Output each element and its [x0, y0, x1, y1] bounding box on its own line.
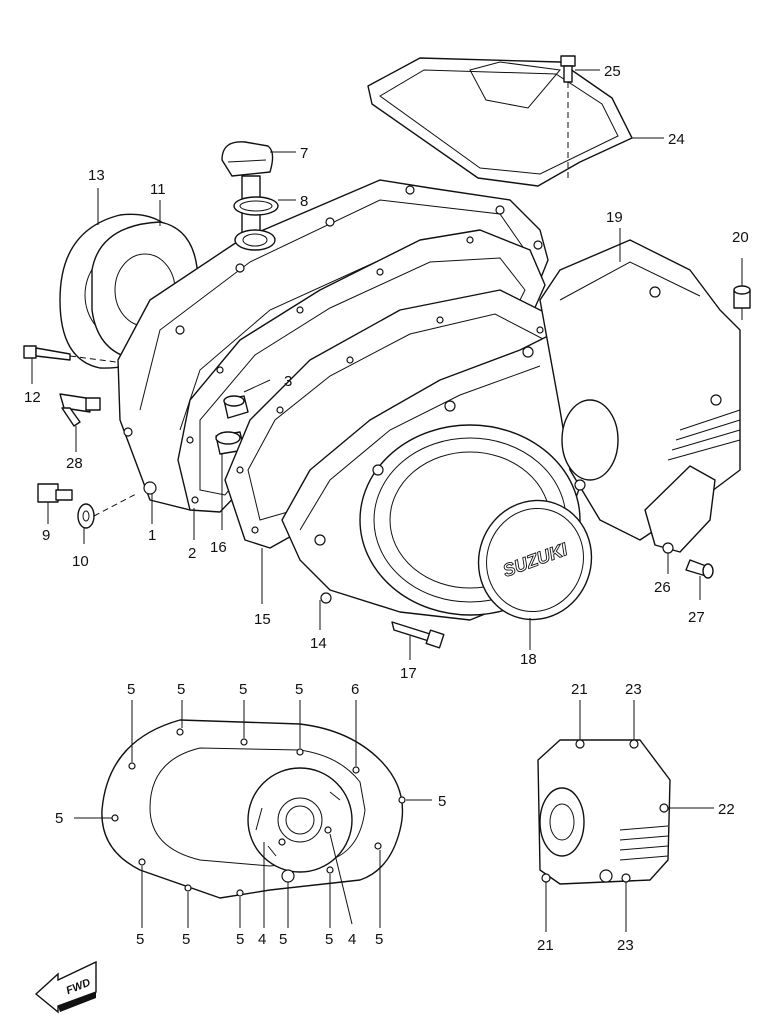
callout-18: 18 — [520, 651, 537, 668]
small-cover-part-26 — [644, 465, 716, 574]
callout-15: 15 — [254, 611, 271, 628]
callout-14: 14 — [310, 635, 327, 652]
callout-5-c: 5 — [239, 681, 247, 698]
detail-left-gasket — [74, 700, 432, 928]
callout-21-b: 21 — [537, 937, 554, 954]
callout-5-e: 5 — [438, 793, 446, 810]
callout-22: 22 — [718, 801, 735, 818]
callout-16: 16 — [210, 539, 227, 556]
callout-28: 28 — [66, 455, 83, 472]
callout-24: 24 — [668, 131, 685, 148]
callout-27: 27 — [688, 609, 705, 626]
callout-5-k: 5 — [325, 931, 333, 948]
callout-5-b: 5 — [177, 681, 185, 698]
callout-6: 6 — [351, 681, 359, 698]
dowel-part-16 — [215, 431, 245, 530]
bolt-part-25 — [560, 55, 600, 180]
callout-5-a: 5 — [127, 681, 135, 698]
switch-part-28 — [59, 393, 101, 452]
bolt-part-17 — [391, 621, 445, 660]
callout-8: 8 — [300, 193, 308, 210]
callout-5-g: 5 — [136, 931, 144, 948]
callout-12: 12 — [24, 389, 41, 406]
callout-26: 26 — [654, 579, 671, 596]
callout-13: 13 — [88, 167, 105, 184]
callout-23-a: 23 — [625, 681, 642, 698]
callout-21-a: 21 — [571, 681, 588, 698]
callout-20: 20 — [732, 229, 749, 246]
callout-3: 3 — [284, 373, 292, 390]
callout-9: 9 — [42, 527, 50, 544]
emblem-part-18: SUZUKI — [477, 499, 593, 650]
callout-4-b: 4 — [348, 931, 356, 948]
callout-4-a: 4 — [258, 931, 266, 948]
callout-19: 19 — [606, 209, 623, 226]
dowel-part-20 — [733, 258, 751, 320]
detail-right-cover — [537, 700, 714, 932]
screw-part-27 — [685, 559, 714, 600]
sprocket-cover-part-19 — [539, 228, 741, 541]
fwd-arrow-icon: FWD — [34, 960, 97, 1014]
callout-23-b: 23 — [617, 937, 634, 954]
callout-10: 10 — [72, 553, 89, 570]
o-ring-part-8 — [233, 196, 296, 216]
callout-5-h: 5 — [182, 931, 190, 948]
drain-plug-part-9 — [37, 483, 73, 524]
callout-5-f: 5 — [55, 810, 63, 827]
bolt-part-12 — [23, 345, 117, 384]
callout-5-i: 5 — [236, 931, 244, 948]
callout-17: 17 — [400, 665, 417, 682]
callout-5-j: 5 — [279, 931, 287, 948]
dowel-part-3 — [223, 379, 271, 419]
callout-7: 7 — [300, 145, 308, 162]
callout-1: 1 — [148, 527, 156, 544]
callout-25: 25 — [604, 63, 621, 80]
callout-5-d: 5 — [295, 681, 303, 698]
callout-2: 2 — [188, 545, 196, 562]
washer-part-10 — [77, 493, 137, 544]
callout-5-l: 5 — [375, 931, 383, 948]
top-cover-part-24 — [367, 57, 664, 187]
callout-11: 11 — [150, 181, 166, 198]
